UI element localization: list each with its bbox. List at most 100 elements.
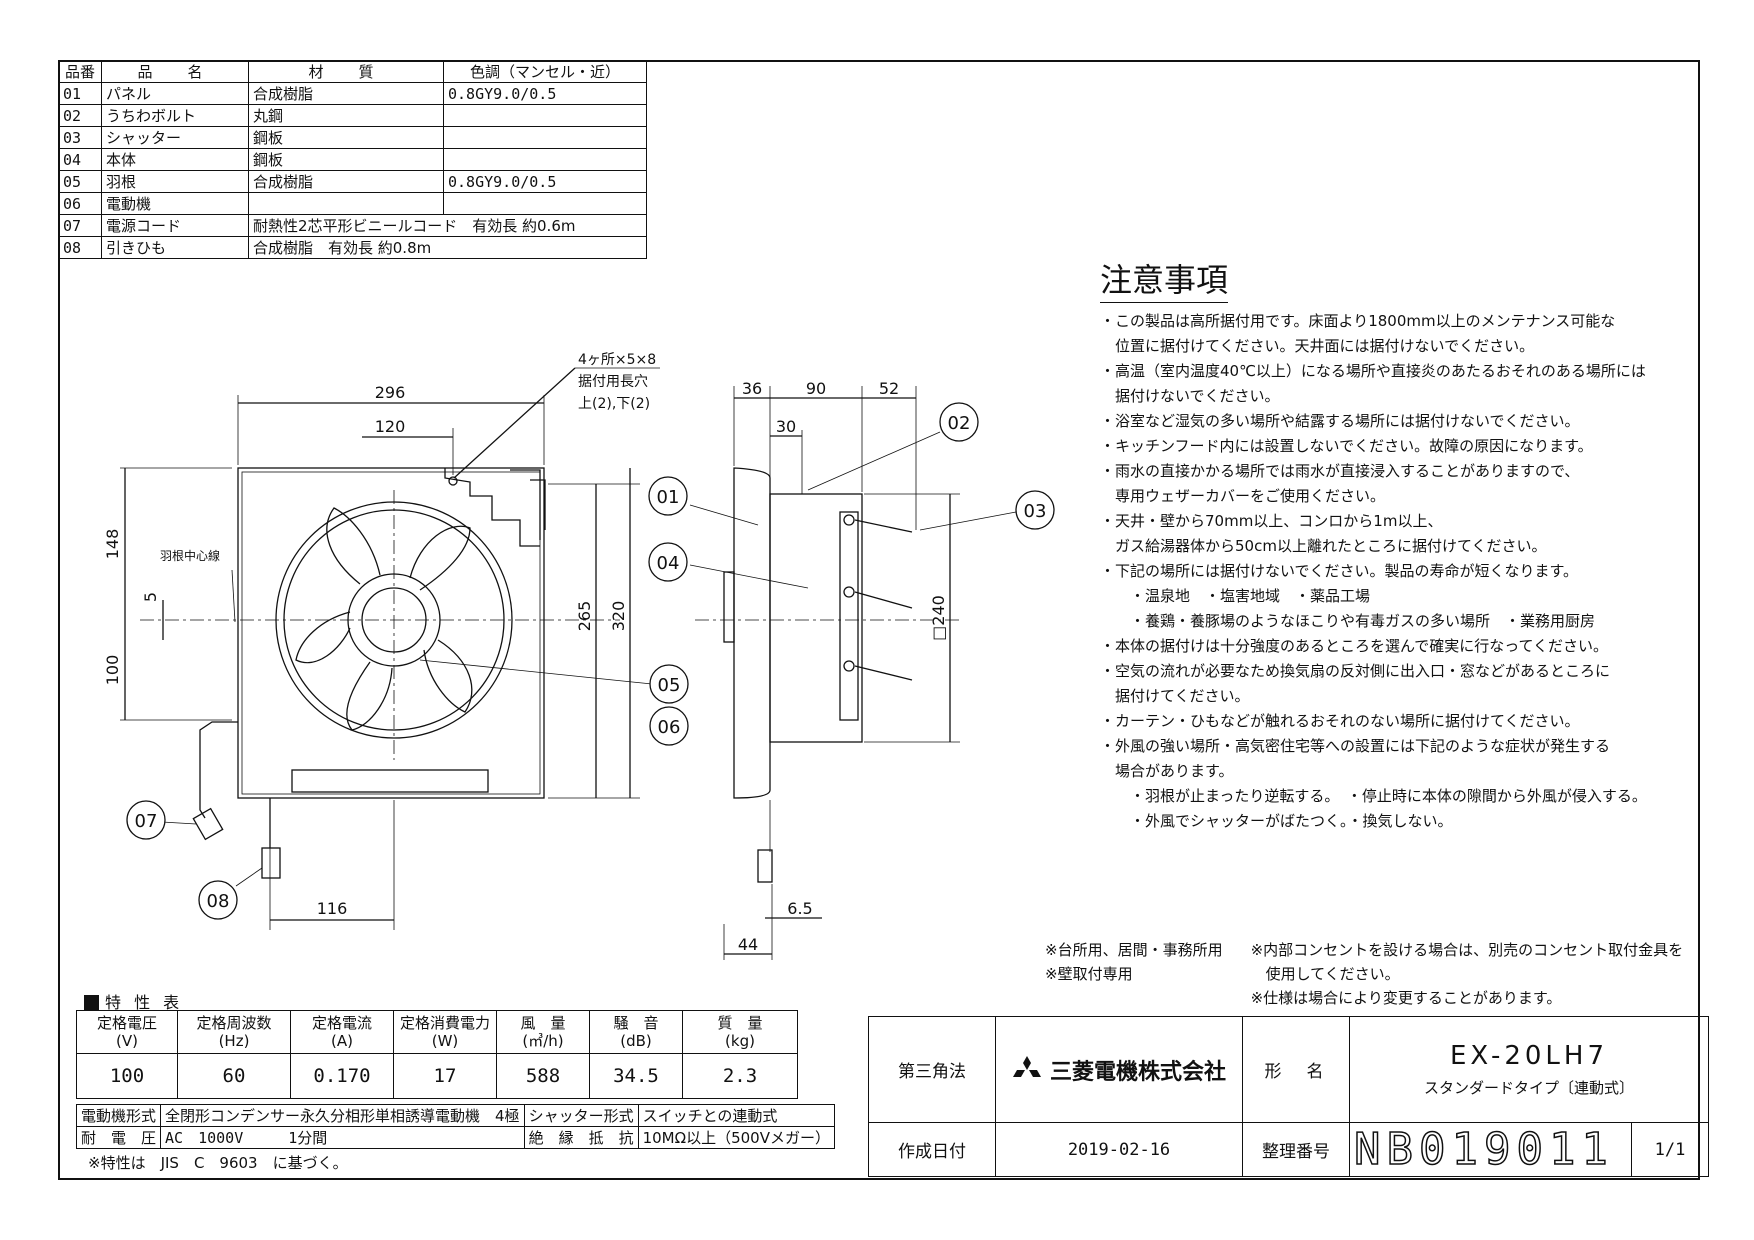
shutter-pivot bbox=[843, 586, 855, 598]
part-name: パネル bbox=[101, 82, 249, 105]
dim-6-5: 6.5 bbox=[787, 899, 812, 918]
front-bottom-grille bbox=[291, 769, 489, 793]
dim-52: 52 bbox=[879, 379, 899, 398]
dim-296: 296 bbox=[375, 383, 406, 402]
insulation-value: 10MΩ以上（500Vメガー） bbox=[637, 1126, 835, 1149]
spec-value: 2.3 bbox=[682, 1053, 798, 1099]
title-block: 第三角法 三菱電機株式会社 形 名 EX-20LH7 スタンダードタイプ〔連動式… bbox=[868, 1016, 1709, 1177]
spec-value: 34.5 bbox=[589, 1053, 683, 1099]
shutter-value: スイッチとの連動式 bbox=[637, 1104, 835, 1127]
spec-header-unit: (dB) bbox=[620, 1032, 652, 1050]
dim-5: 5 bbox=[141, 592, 160, 602]
notes-title: 注意事項 bbox=[1100, 258, 1229, 303]
company-logo: 三菱電機株式会社 bbox=[997, 1054, 1241, 1086]
spec-header-unit: (Hz) bbox=[218, 1032, 250, 1050]
callout-08-label: 08 bbox=[207, 891, 230, 912]
table-row: 耐 電 圧 AC 1000V 1分間 絶 縁 抵 抗 10MΩ以上（500Vメガ… bbox=[75, 1126, 835, 1149]
motor-label: 電動機形式 bbox=[75, 1104, 162, 1127]
doc-number-cell: NB019011 bbox=[1349, 1122, 1632, 1177]
shutter-blade bbox=[854, 519, 913, 533]
spec-header-unit: (kg) bbox=[725, 1032, 755, 1050]
model-label: 形 名 bbox=[1242, 1016, 1350, 1123]
model-number: EX-20LH7 bbox=[1450, 1041, 1608, 1071]
note-line: ・本体の据付けは十分強度のあるところを選んで確実に行なってください。 bbox=[1100, 637, 1609, 655]
fan-blade bbox=[295, 611, 351, 664]
spec-header-name: 定格電圧 bbox=[96, 1014, 157, 1032]
dim-90: 90 bbox=[806, 379, 826, 398]
part-name: 引きひも bbox=[101, 236, 249, 259]
projection-label: 第三角法 bbox=[868, 1016, 996, 1123]
spec-header: 質 量(kg) bbox=[682, 1010, 798, 1054]
fan-blade bbox=[326, 507, 381, 585]
doc-number: NB019011 bbox=[1353, 1123, 1614, 1176]
power-cord bbox=[199, 721, 238, 819]
part-name: うちわボルト bbox=[101, 104, 249, 127]
cord-plug bbox=[192, 807, 224, 841]
dim-44: 44 bbox=[738, 935, 758, 954]
mount-hole bbox=[448, 476, 458, 486]
spec-header: 定格電流(A) bbox=[290, 1010, 394, 1054]
dim-120: 120 bbox=[375, 417, 406, 436]
note-line: ・温泉地 ・塩害地域 ・薬品工場 bbox=[1100, 587, 1371, 605]
spec-header-name: 定格電流 bbox=[311, 1014, 372, 1032]
part-name: 電動機 bbox=[101, 192, 249, 215]
slot-note-1: 4ヶ所×5×8 bbox=[578, 352, 656, 368]
caution-notes: 注意事項 ・この製品は高所据付用です。床面より1800mm以上のメンテナンス可能… bbox=[1100, 258, 1660, 834]
note-line: 据付けてください。 bbox=[1100, 687, 1250, 705]
callout-06 bbox=[649, 706, 689, 746]
remarks-left: ※台所用、居間・事務所用 ※壁取付専用 bbox=[1045, 938, 1223, 1010]
part-material: 合成樹脂 bbox=[248, 170, 444, 193]
date-label: 作成日付 bbox=[868, 1122, 996, 1177]
side-body bbox=[769, 493, 863, 743]
slot-note-3: 上(2),下(2) bbox=[578, 396, 650, 412]
spec-table: 定格電圧(V) 定格周波数(Hz) 定格電流(A) 定格消費電力(W) 風 量(… bbox=[76, 1010, 798, 1099]
note-line: ・羽根が止まったり逆転する。 ・停止時に本体の隙間から外風が侵入する。 bbox=[1100, 787, 1647, 805]
remarks-right: ※内部コンセントを設ける場合は、別売のコンセント取付金具を 使用してください。 … bbox=[1251, 938, 1684, 1010]
part-no: 07 bbox=[58, 214, 102, 237]
motor-table: 電動機形式 全閉形コンデンサー永久分相形単相誘導電動機 4極 シャッター形式 ス… bbox=[75, 1104, 835, 1149]
pull-string-handle bbox=[261, 847, 281, 879]
dim-265: 265 bbox=[575, 601, 594, 632]
motor-value: 全閉形コンデンサー永久分相形単相誘導電動機 4極 bbox=[160, 1104, 525, 1127]
insulation-label: 絶 縁 抵 抗 bbox=[523, 1126, 639, 1149]
spec-value: 588 bbox=[496, 1053, 590, 1099]
callout-07-label: 07 bbox=[135, 811, 158, 832]
callout-05-label: 05 bbox=[658, 675, 681, 696]
fan-blade bbox=[409, 525, 471, 591]
part-material: 丸鋼 bbox=[248, 104, 444, 127]
front-inner-outline bbox=[241, 471, 541, 795]
spec-header-name: 騒 音 bbox=[613, 1014, 659, 1032]
part-material: 合成樹脂 有効長 約0.8m bbox=[248, 236, 647, 259]
note-line: ・キッチンフード内には設置しないでください。故障の原因になります。 bbox=[1100, 437, 1593, 455]
mount-bracket bbox=[444, 468, 546, 547]
note-line: ・高温（室内温度40℃以上）になる場所や直接炎のあたるおそれのある場所には bbox=[1100, 362, 1646, 380]
part-no: 08 bbox=[58, 236, 102, 259]
spec-header-name: 定格周波数 bbox=[196, 1014, 272, 1032]
dim-240: □240 bbox=[929, 595, 948, 641]
note-line: ・外風でシャッターがばたつく。・換気しない。 bbox=[1100, 812, 1453, 830]
note-line: ・天井・壁から70mm以上、コンロから1m以上、 bbox=[1100, 512, 1443, 530]
remark-line: 使用してください。 bbox=[1250, 965, 1400, 983]
side-pull-handle bbox=[757, 849, 773, 883]
shutter-label: シャッター形式 bbox=[523, 1104, 639, 1127]
callout-03-label: 03 bbox=[1024, 501, 1047, 522]
callout-04 bbox=[648, 542, 688, 582]
fan-center-label: 羽根中心線 bbox=[160, 548, 220, 563]
voltage-label: 耐 電 圧 bbox=[75, 1126, 162, 1149]
note-line: ・浴室など湿気の多い場所や結露する場所には据付けないでください。 bbox=[1100, 412, 1580, 430]
spec-values-row: 100 60 0.170 17 588 34.5 2.3 bbox=[76, 1053, 798, 1099]
part-no: 01 bbox=[58, 82, 102, 105]
spec-value: 0.170 bbox=[290, 1053, 394, 1099]
company-cell: 三菱電機株式会社 bbox=[995, 1016, 1243, 1123]
side-hub-bulge bbox=[723, 571, 735, 643]
title-block-row: 第三角法 三菱電機株式会社 形 名 EX-20LH7 スタンダードタイプ〔連動式… bbox=[868, 1016, 1709, 1123]
title-block-row: 作成日付 2019-02-16 整理番号 NB019011 1/1 bbox=[868, 1122, 1709, 1177]
spec-header-unit: (A) bbox=[331, 1032, 353, 1050]
side-shutter-frame bbox=[839, 511, 859, 721]
callout-06-label: 06 bbox=[658, 717, 681, 738]
drawing-frame bbox=[58, 60, 1700, 1180]
slot-leader bbox=[453, 367, 576, 479]
